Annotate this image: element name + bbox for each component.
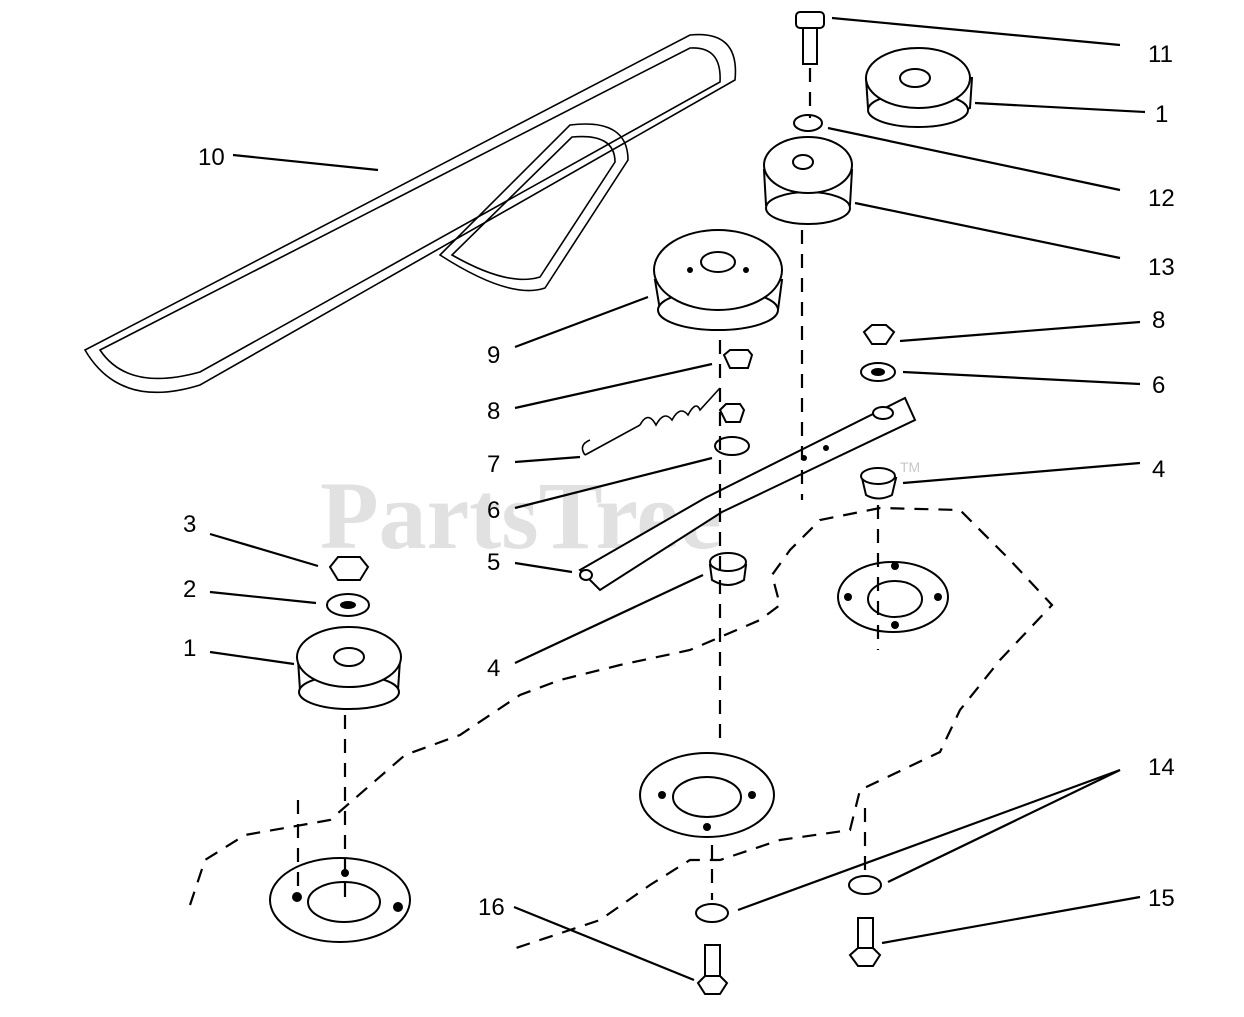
- callout-1-top: 1: [1155, 101, 1168, 128]
- pulley-13: [762, 136, 854, 225]
- deck-outline: [188, 506, 1054, 952]
- callout-3: 3: [183, 511, 196, 538]
- callout-4-right: 4: [1152, 456, 1165, 483]
- spindle-plate-left: [269, 857, 411, 943]
- callout-10: 10: [198, 144, 225, 171]
- spring-7: [581, 387, 721, 456]
- pulley-1-top: [864, 47, 974, 128]
- callout-6-left: 6: [487, 497, 500, 524]
- leader-lines: [209, 16, 1146, 982]
- callout-1-left: 1: [183, 635, 196, 662]
- callout-11: 11: [1148, 41, 1173, 68]
- spindle-plate-right: [837, 561, 949, 633]
- callout-12: 12: [1148, 185, 1175, 212]
- callout-4-left: 4: [487, 655, 500, 682]
- watermark-trademark: TM: [900, 459, 920, 475]
- pulley-1-left: [296, 626, 402, 710]
- idler-arm-5: [578, 396, 917, 592]
- callout-8-right: 8: [1152, 307, 1165, 334]
- callout-6-right: 6: [1152, 372, 1165, 399]
- drive-belt: [83, 33, 737, 394]
- spindle-plate-center: [639, 752, 775, 838]
- callout-5: 5: [487, 549, 500, 576]
- callout-14: 14: [1148, 754, 1175, 781]
- callout-7: 7: [487, 451, 500, 478]
- callout-15: 15: [1148, 885, 1175, 912]
- callout-8-left: 8: [487, 398, 500, 425]
- idler-pulley-9: [653, 229, 784, 331]
- callout-labels: 11 1 12 13 8 6 4 10 9 8 7 6 5 4 3 2 1 14…: [183, 41, 1175, 921]
- callout-13: 13: [1148, 254, 1175, 281]
- callout-2: 2: [183, 576, 196, 603]
- watermark-brand: PartsTree: [320, 462, 722, 569]
- callout-9: 9: [487, 342, 500, 369]
- assembly-axes: [296, 68, 880, 905]
- callout-16: 16: [478, 894, 505, 921]
